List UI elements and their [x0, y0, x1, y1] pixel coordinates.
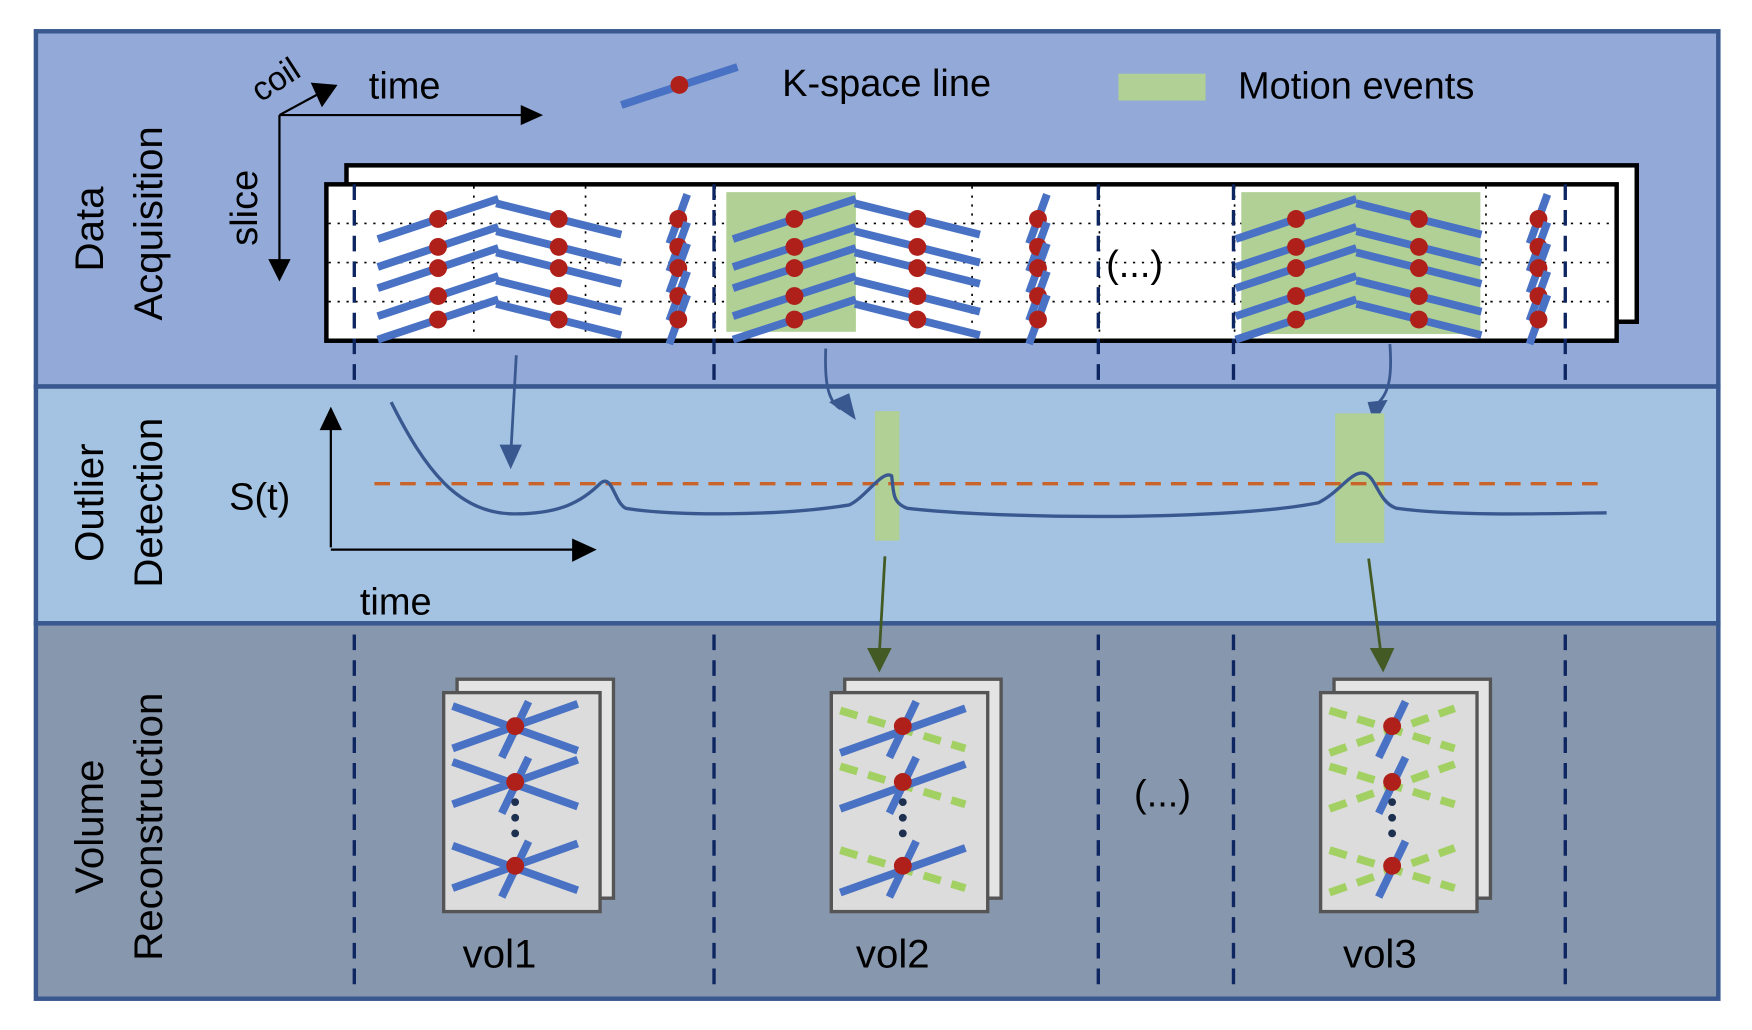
kspace-center [1409, 210, 1428, 228]
kspace-center [669, 310, 688, 329]
kspace-center [506, 773, 525, 791]
kspace-center [1029, 310, 1047, 329]
section-label-recon-1: Volume [67, 760, 112, 894]
arrow-head [867, 647, 892, 673]
kspace-center [429, 310, 448, 329]
kspace-center [908, 237, 927, 256]
motion-event-2 [1241, 192, 1481, 335]
arrow-head [499, 444, 522, 470]
volume-stack-2 [829, 677, 1003, 914]
kspace-line-group [731, 195, 858, 344]
section-label-outlier-1: Outlier [67, 444, 112, 562]
kspace-center [1287, 310, 1305, 329]
kspace-center [1287, 259, 1305, 278]
kspace-line-group [1525, 193, 1552, 346]
kspace-center [506, 717, 525, 736]
flow-arrows-green [877, 556, 1383, 654]
kspace-center [549, 237, 568, 256]
kspace-center [1287, 237, 1305, 256]
axis-label-time-outlier: time [360, 581, 432, 623]
volume-label-1: vol1 [463, 931, 537, 976]
ellipsis-acquisition: (...) [1106, 244, 1163, 286]
kspace-center [785, 210, 804, 228]
kspace-center [908, 310, 927, 329]
kspace-center [908, 259, 927, 278]
axis-label-signal: S(t) [229, 476, 290, 518]
kspace-line-group [1355, 199, 1483, 339]
signal-curve [389, 401, 1607, 519]
kspace-line-group [1025, 193, 1051, 346]
axis-label-time: time [369, 65, 441, 107]
time-separators [352, 184, 1567, 995]
kspace-center [785, 259, 804, 278]
arrow-head [1369, 647, 1395, 673]
volume-label-2: vol2 [856, 931, 930, 976]
kspace-center [1287, 210, 1305, 228]
kspace-center [506, 856, 525, 875]
legend-kspace-icon [620, 63, 739, 109]
kspace-stack [324, 163, 1640, 346]
kspace-line-group [853, 199, 981, 339]
kspace-line-group [376, 195, 500, 344]
legend-motion-label: Motion events [1238, 65, 1474, 107]
arrow-head [829, 393, 856, 421]
kspace-line-group [1234, 195, 1358, 344]
volume-label-3: vol3 [1343, 931, 1417, 976]
kspace-center [1409, 259, 1428, 278]
kspace-center [429, 237, 448, 256]
outlier-plot [319, 401, 1607, 562]
kspace-center [549, 310, 568, 329]
kspace-center [549, 259, 568, 278]
kspace-center [908, 210, 927, 228]
volume-stack-1 [441, 677, 616, 914]
kspace-center [893, 717, 912, 736]
kspace-center [1409, 310, 1428, 329]
kspace-center [549, 210, 568, 228]
kspace-center [429, 259, 448, 278]
legend-kspace-label: K-space line [782, 63, 991, 105]
kspace-line-group [495, 199, 623, 339]
section-label-acquisition-1: Data [67, 186, 112, 272]
axis-label-slice: slice [224, 170, 266, 246]
kspace-center [1383, 773, 1402, 791]
kspace-center [1287, 287, 1305, 305]
kspace-center [785, 310, 804, 329]
kspace-center [1409, 287, 1428, 305]
kspace-center [429, 210, 448, 228]
section-label-outlier-2: Detection [126, 418, 171, 588]
kspace-center [549, 287, 568, 305]
kspace-center [1409, 237, 1428, 256]
kspace-center [1529, 310, 1548, 329]
kspace-center [1383, 856, 1402, 875]
kspace-center [1383, 717, 1402, 736]
volume-stack-3 [1318, 677, 1493, 914]
kspace-line-group [665, 193, 691, 346]
motion-detected-2 [1335, 413, 1385, 543]
kspace-center [893, 856, 912, 875]
kspace-center [893, 773, 912, 791]
section-label-recon-2: Reconstruction [126, 693, 171, 961]
kspace-center [785, 237, 804, 256]
kspace-center [908, 287, 927, 305]
kspace-center [429, 287, 448, 305]
acquisition-axes [268, 82, 544, 282]
kspace-center [785, 287, 804, 305]
ellipsis-reconstruction: (...) [1134, 774, 1191, 816]
legend-motion-swatch [1118, 73, 1206, 101]
section-label-acquisition-2: Acquisition [126, 126, 171, 320]
